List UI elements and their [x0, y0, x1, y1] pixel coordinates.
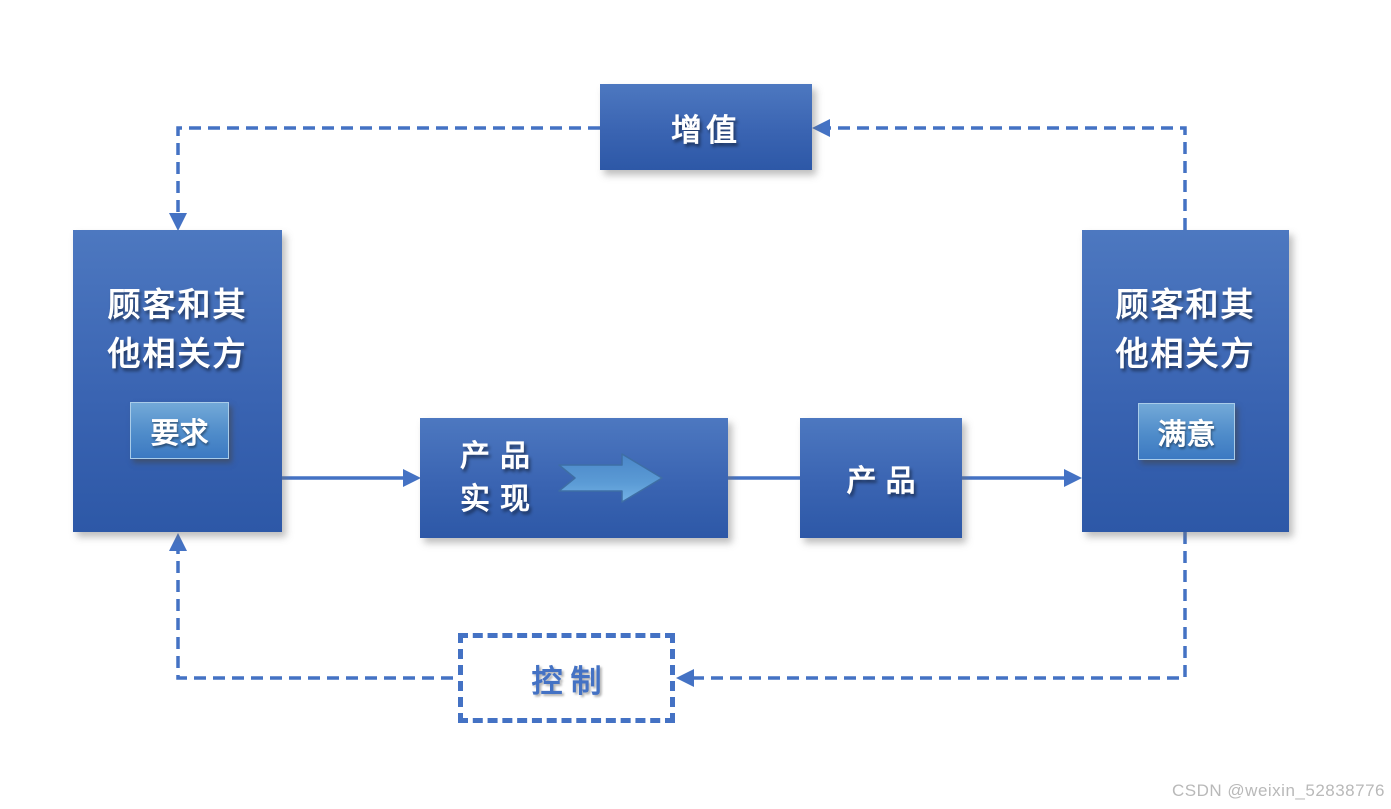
product-realization-title: 产品 实现 [460, 435, 540, 521]
arrowhead-down-into-leftbox [169, 213, 187, 231]
arrowhead-left-into-control [676, 669, 694, 687]
connector-valueadd-to-leftbox [176, 126, 600, 214]
product-realization-box: 产品 实现 [420, 418, 728, 538]
connector-control-to-leftbox [176, 550, 453, 680]
right-customer-title-line1: 顾客和其 [1115, 286, 1256, 323]
product-label: 产品 [846, 465, 925, 498]
satisfaction-subbox: 满意 [1138, 403, 1235, 460]
requirements-subbox: 要求 [130, 402, 229, 459]
arrowhead-left-into-valueadd [812, 119, 830, 137]
left-customer-title: 顾客和其 他相关方 [108, 280, 248, 378]
product-realization-line2: 实现 [460, 483, 540, 516]
control-label: 控制 [531, 663, 610, 699]
satisfaction-label: 满意 [1157, 418, 1216, 451]
connector-rightbox-to-valueadd [830, 126, 1187, 230]
forward-block-arrow-icon [558, 453, 663, 503]
left-customer-title-line2: 他相关方 [107, 335, 248, 372]
arrowhead-right-into-rightbox [1064, 469, 1082, 487]
left-customer-box: 顾客和其 他相关方 要求 [73, 230, 282, 532]
right-customer-title-line2: 他相关方 [1115, 335, 1256, 372]
value-add-label: 增值 [671, 112, 741, 148]
product-realization-line1: 产品 [460, 440, 540, 473]
csdn-watermark: CSDN @weixin_52838776 [1172, 781, 1385, 800]
right-customer-box: 顾客和其 他相关方 满意 [1082, 230, 1289, 532]
arrowhead-up-into-leftbox [169, 533, 187, 551]
arrowhead-right-into-realization [403, 469, 421, 487]
right-customer-title: 顾客和其 他相关方 [1116, 280, 1256, 378]
left-customer-title-line1: 顾客和其 [107, 286, 248, 323]
value-add-box: 增值 [600, 84, 812, 170]
connector-rightbox-to-control [694, 532, 1187, 680]
requirements-label: 要求 [150, 417, 209, 450]
product-box: 产品 [800, 418, 962, 538]
control-box: 控制 [458, 633, 675, 723]
